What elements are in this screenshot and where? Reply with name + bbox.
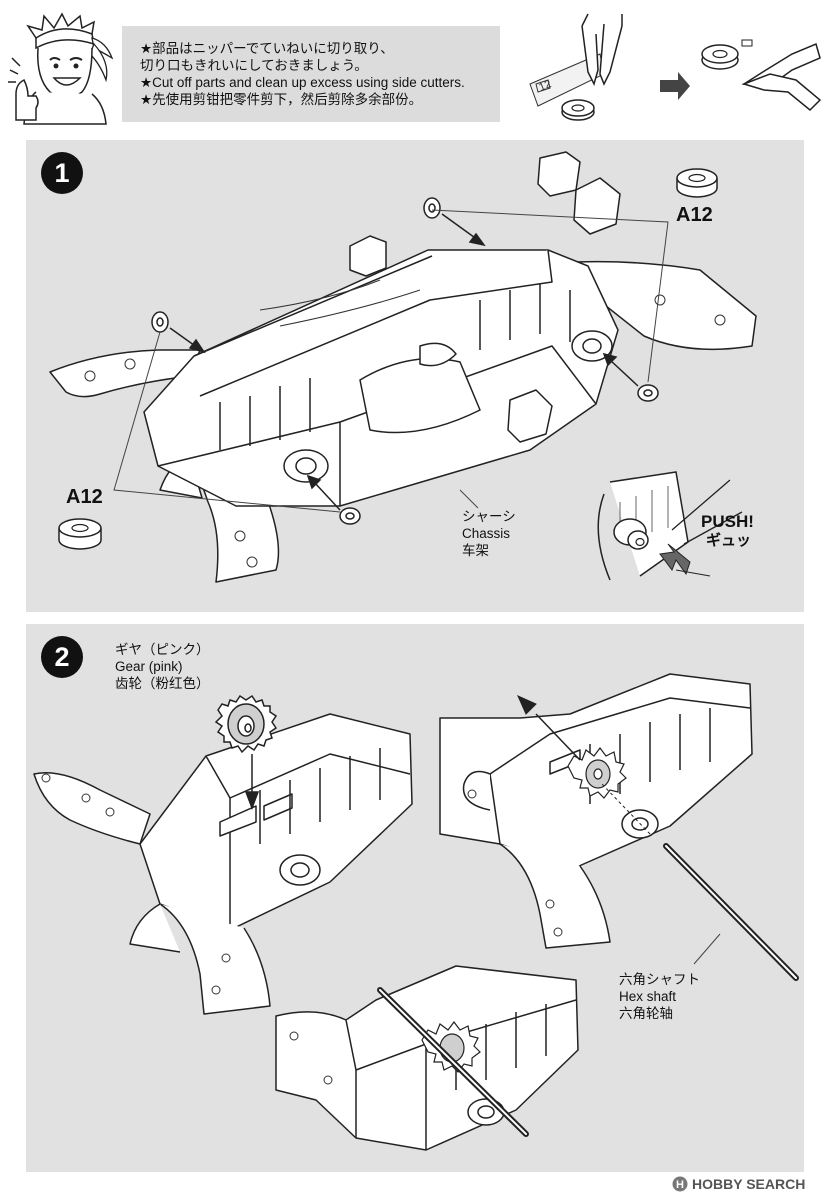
tip-line-jp-2: 切り口もきれいにしておきましょう。 xyxy=(140,58,368,73)
part-a12-top-drawing xyxy=(674,164,720,200)
tip-box: ★部品はニッパーでていねいに切り取り、 切り口もきれいにしておきましょう。 ★C… xyxy=(122,26,500,122)
push-label-jp: ギュッ xyxy=(706,532,752,549)
push-detail-drawing xyxy=(580,471,750,584)
shaft-label-cn: 六角轮轴 xyxy=(619,1006,673,1021)
gear-label-en: Gear (pink) xyxy=(115,659,183,674)
shaft-label-jp: 六角シャフト xyxy=(619,972,700,987)
step2-shaft-installed-drawing xyxy=(275,960,586,1160)
step2-shaft-insert-drawing xyxy=(439,673,804,994)
gear-label-cn: 齿轮（粉红色） xyxy=(115,676,210,691)
chassis-label-cn: 车架 xyxy=(462,543,489,558)
push-label-en: PUSH! xyxy=(701,512,754,531)
chassis-label-jp: シャーシ xyxy=(462,509,516,524)
chassis-label-en: Chassis xyxy=(462,526,511,541)
step1-chassis-drawing xyxy=(40,150,800,600)
shaft-label-en: Hex shaft xyxy=(619,989,677,1004)
tip-line-cn: ★先使用剪钳把零件剪下，然后剪除多余部份。 xyxy=(140,92,423,107)
part-a12-bottom-drawing xyxy=(57,512,103,552)
mascot-illustration xyxy=(6,8,116,125)
step2-badge: 2 xyxy=(41,636,83,678)
tip-line-en: ★Cut off parts and clean up excess using… xyxy=(140,75,465,90)
step1-badge: 1 xyxy=(41,152,83,194)
hobby-search-watermark: HOBBY SEARCH xyxy=(692,1176,806,1192)
cutter-illustration xyxy=(529,13,822,130)
step2-gear-insert-drawing xyxy=(30,694,420,1024)
hobby-search-logo-icon: H xyxy=(672,1176,688,1192)
gear-label-jp: ギヤ（ピンク） xyxy=(115,642,210,657)
hobby-search-logo-letter: H xyxy=(676,1179,684,1191)
part-a12-top-label: A12 xyxy=(676,204,713,226)
part-a12-bottom-label: A12 xyxy=(66,486,103,508)
tip-line-jp-1: ★部品はニッパーでていねいに切り取り、 xyxy=(140,41,394,56)
